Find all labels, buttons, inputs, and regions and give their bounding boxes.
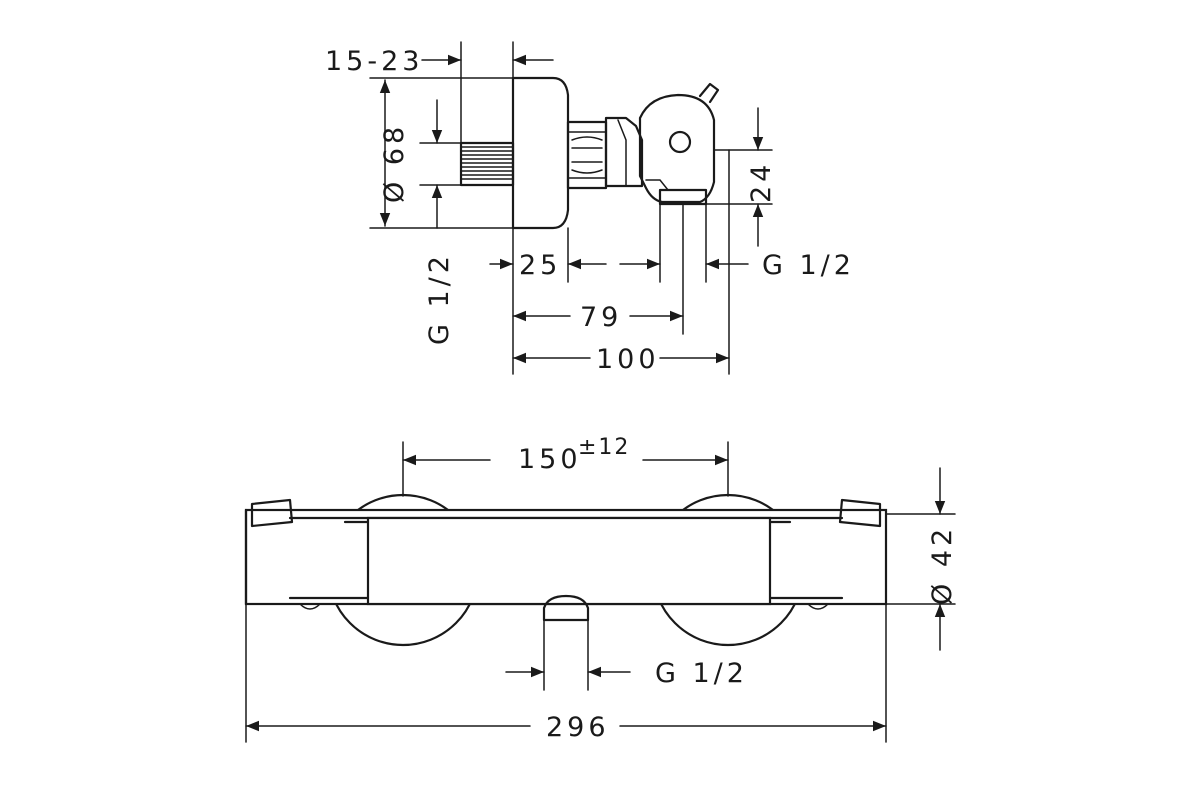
s-union (604, 116, 644, 188)
side-view: 15-23 Ø 68 G 1/2 24 25 G 1/2 (325, 41, 855, 375)
right-handle-cap (838, 498, 882, 528)
outlet-nozzle (542, 594, 590, 622)
dim-spacing-100: 100 (596, 344, 660, 375)
dim-offset-24: 24 (746, 161, 777, 203)
dim-total-width: 296 (546, 712, 610, 743)
dim-diameter-68: Ø 68 (379, 123, 410, 203)
escutcheon (511, 76, 570, 230)
center-module (366, 516, 772, 606)
wall-stub (459, 141, 515, 187)
dim-outlet-thread: G 1/2 (655, 658, 748, 689)
dim-tolerance: ±12 (578, 435, 630, 460)
thermostat-body-side (638, 82, 720, 206)
dim-thread-left: G 1/2 (424, 252, 455, 345)
dim-diameter-42: Ø 42 (927, 525, 958, 605)
dim-wall-depth: 15-23 (325, 46, 423, 77)
dim-thread-right: G 1/2 (762, 250, 855, 281)
dim-center-distance: 150 (518, 444, 582, 475)
hex-nut (566, 120, 608, 190)
left-handle-cap (244, 498, 294, 606)
front-view: 150 ±12 Ø 42 G 1/2 296 (244, 435, 958, 743)
dim-spacing-25: 25 (519, 250, 561, 281)
dim-spacing-79: 79 (580, 302, 622, 333)
